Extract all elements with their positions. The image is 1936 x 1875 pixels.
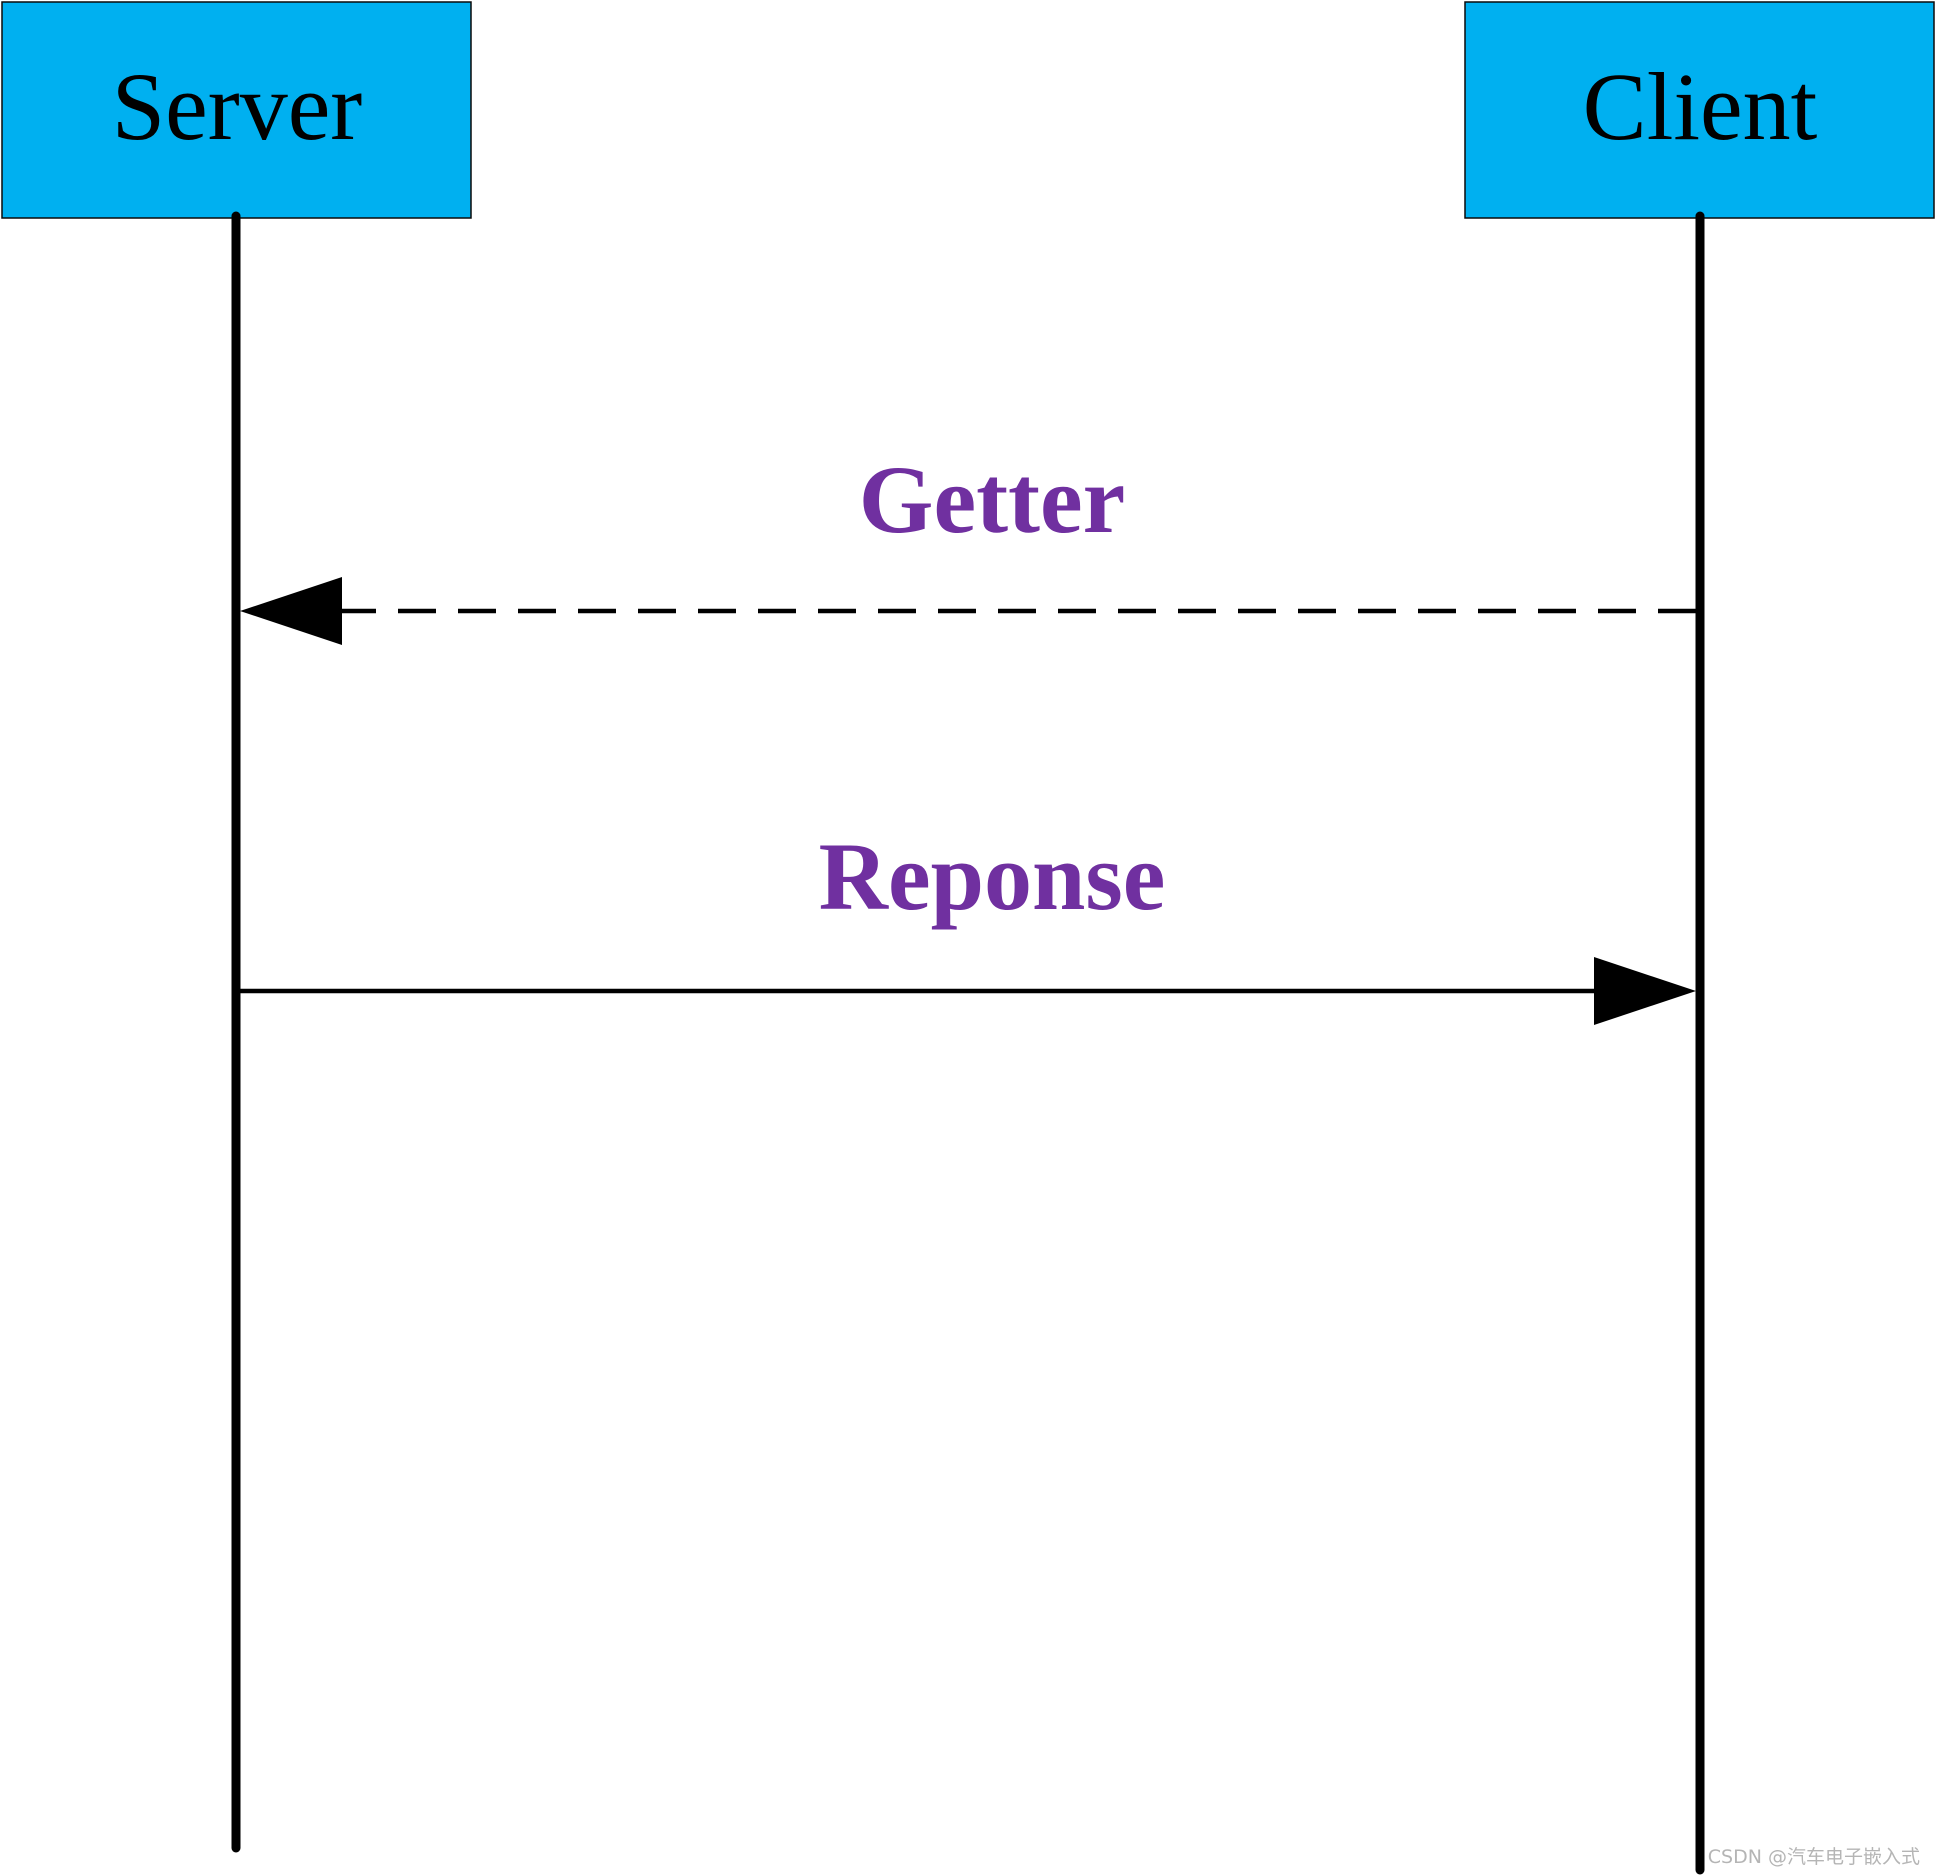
client-actor-box [1464,1,1935,219]
response-arrowhead-icon [1594,957,1696,1025]
server-actor: Server [1,1,472,219]
server-actor-box [1,1,472,219]
response-message-label: Reponse [819,823,1166,930]
watermark-text: CSDN @汽车电子嵌入式 [1708,1846,1920,1868]
getter-message-label: Getter [859,446,1125,553]
client-actor-label: Client [1583,53,1818,160]
client-actor: Client [1464,1,1935,219]
getter-message: Getter [240,446,1696,645]
response-message: Reponse [240,823,1696,1025]
server-actor-label: Server [112,53,363,160]
getter-arrowhead-icon [240,577,342,645]
